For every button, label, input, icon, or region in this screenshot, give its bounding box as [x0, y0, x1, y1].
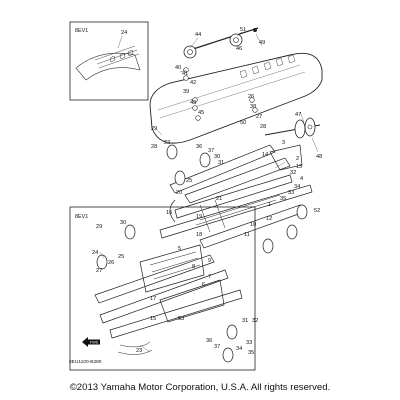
- drawing-code: 8EU1100-B280: [69, 360, 102, 365]
- callout-label: 28: [260, 124, 266, 130]
- callout-labels: 24 44 51 49 46 41 40 42 43 39 45 26 38 2…: [92, 27, 322, 356]
- callout-label: 17: [150, 296, 156, 302]
- callout-label: 31: [218, 160, 224, 166]
- callout-label: 14: [262, 152, 268, 158]
- right-idler-wheels: [264, 117, 321, 139]
- inset-top-label: 8EV1: [75, 28, 88, 34]
- callout-label: 19: [196, 214, 202, 220]
- copyright-notice: ©2013 Yamaha Motor Corporation, U.S.A. A…: [69, 382, 331, 393]
- callout-label: 9: [208, 258, 211, 264]
- callout-label: 41: [182, 71, 188, 77]
- callout-label: 24: [121, 30, 127, 36]
- callout-label: 29: [151, 126, 157, 132]
- callout-label: 21: [216, 196, 222, 202]
- callout-label: 6: [202, 282, 205, 288]
- callout-label: 13: [296, 164, 302, 170]
- callout-label: 50: [240, 120, 246, 126]
- callout-label: 37: [214, 344, 220, 350]
- callout-label: 28: [151, 144, 157, 150]
- callout-label: 34: [294, 184, 300, 190]
- callout-label: 15: [150, 316, 156, 322]
- callout-label: 37: [208, 148, 214, 154]
- callout-label: 3: [282, 140, 285, 146]
- callout-label: 32: [252, 318, 258, 324]
- callout-label: 25: [186, 178, 192, 184]
- callout-label: 12: [266, 216, 272, 222]
- callout-label: 32: [290, 170, 296, 176]
- callout-label: 52: [314, 208, 320, 214]
- callout-label: 35: [280, 196, 286, 202]
- leader-lines: [99, 31, 319, 353]
- callout-label: 30: [214, 154, 220, 160]
- callout-label: 40: [175, 65, 181, 71]
- callout-label: 7: [208, 274, 211, 280]
- callout-label: 10: [250, 222, 256, 228]
- rear-axle-assembly: [183, 27, 259, 59]
- callout-label: 27: [256, 114, 262, 120]
- callout-label: 23: [136, 348, 142, 354]
- inset-box-top: 8EV1: [69, 21, 149, 101]
- callout-label: 43: [190, 100, 196, 106]
- callout-label: 18: [196, 232, 202, 238]
- inset-bottom-label: 8EV1: [75, 214, 88, 220]
- callout-label: 38: [250, 104, 256, 110]
- fwd-label: FWD: [90, 341, 99, 345]
- callout-label: 49: [259, 40, 265, 46]
- callout-label: 48: [316, 154, 322, 160]
- callout-label: 22: [164, 140, 170, 146]
- callout-label: 5: [178, 246, 181, 252]
- callout-label: 47: [295, 112, 301, 118]
- hardware-stack-top: [183, 67, 258, 121]
- callout-label: 29: [96, 224, 102, 230]
- track-belt: [149, 52, 323, 144]
- callout-label: 53: [178, 316, 184, 322]
- callout-label: 25: [118, 254, 124, 260]
- callout-label: 1: [268, 202, 271, 208]
- upper-slide-rail-assembly: [159, 144, 313, 254]
- callout-label: 42: [190, 80, 196, 86]
- callout-label: 44: [195, 32, 201, 38]
- callout-label: 33: [288, 190, 294, 196]
- callout-label: 35: [248, 350, 254, 356]
- callout-label: 36: [196, 144, 202, 150]
- callout-label: 2: [296, 156, 299, 162]
- callout-label: 30: [120, 220, 126, 226]
- inset-box-bottom: 8EV1: [69, 206, 256, 371]
- callout-label: 45: [198, 110, 204, 116]
- callout-label: 11: [244, 232, 250, 238]
- callout-label: 34: [236, 346, 242, 352]
- callout-label: 31: [242, 318, 248, 324]
- fwd-arrow-icon: FWD: [82, 337, 100, 347]
- callout-label: 26: [248, 94, 254, 100]
- callout-label: 20: [176, 190, 182, 196]
- callout-label: 16: [166, 210, 172, 216]
- callout-label: 39: [183, 89, 189, 95]
- callout-label: 33: [246, 340, 252, 346]
- callout-label: 8: [192, 264, 195, 270]
- callout-label: 51: [240, 27, 246, 33]
- callout-label: 24: [92, 250, 98, 256]
- callout-label: 26: [108, 260, 114, 266]
- callout-label: 4: [300, 176, 303, 182]
- callout-label: 36: [206, 338, 212, 344]
- callout-label: 46: [236, 46, 242, 52]
- callout-label: 27: [96, 268, 102, 274]
